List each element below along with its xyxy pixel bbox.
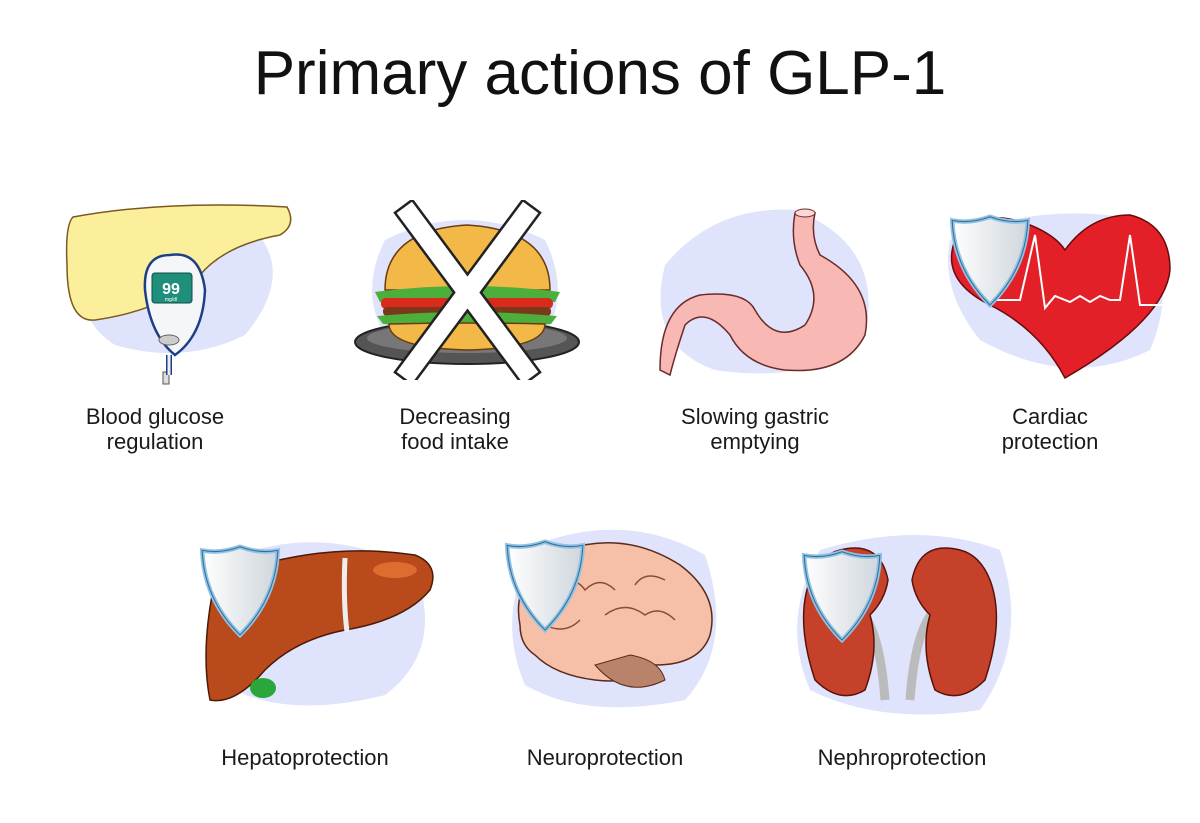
crossed-burger-icon — [354, 200, 580, 380]
heart-shield-icon — [948, 213, 1171, 380]
label-hepatoprotection: Hepatoprotection — [221, 745, 389, 770]
action-food-intake — [310, 200, 610, 380]
action-cardiac — [905, 200, 1200, 390]
label-nephroprotection: Nephroprotection — [817, 745, 987, 770]
kidney-shield-icon — [797, 535, 1012, 715]
action-neuroprotection — [460, 515, 760, 715]
pancreas-glucose-meter-icon: 99 mg/dl — [65, 204, 292, 385]
action-nephroprotection — [755, 520, 1055, 720]
meter-value: 99 — [162, 281, 180, 298]
page-title: Primary actions of GLP-1 — [253, 39, 947, 108]
action-blood-glucose: 99 mg/dl — [15, 195, 315, 385]
brain-shield-icon — [465, 529, 717, 708]
action-gastric-emptying — [605, 195, 905, 385]
liver-shield-icon — [165, 542, 434, 706]
stomach-icon — [659, 208, 869, 377]
meter-unit: mg/dl — [165, 297, 177, 303]
action-hepatoprotection — [160, 520, 460, 720]
label-neuroprotection: Neuroprotection — [526, 745, 684, 770]
